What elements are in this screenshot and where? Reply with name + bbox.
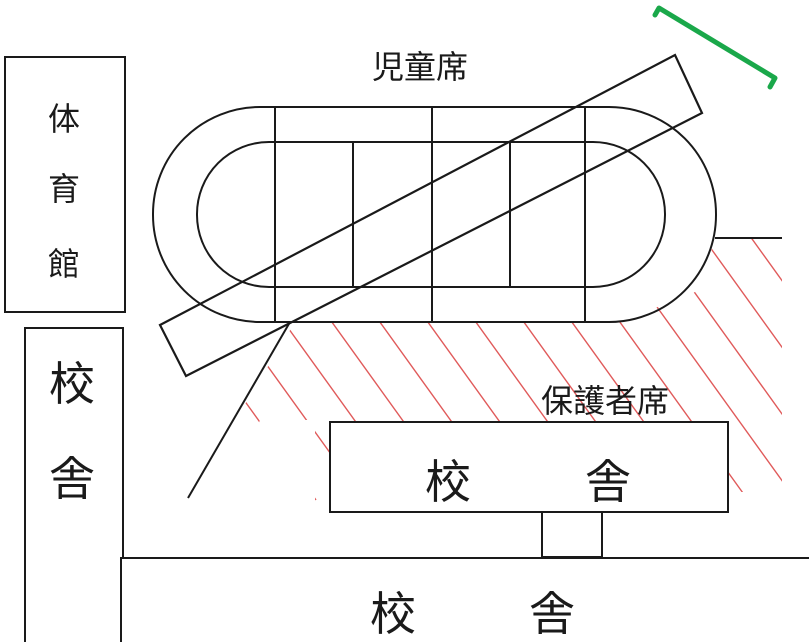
middle-school-label-1: 校 — [425, 455, 471, 509]
guardian-area-boundary — [187, 321, 291, 499]
bottom-school-building — [120, 557, 809, 642]
hatch-line — [188, 238, 317, 501]
gymnasium-label-2: 育 — [48, 170, 80, 208]
hatch-line — [771, 238, 782, 501]
children-seats-label: 児童席 — [372, 48, 468, 86]
gymnasium-label-3: 館 — [48, 245, 80, 283]
hatch-line — [723, 238, 782, 501]
middle-school-building — [329, 421, 729, 513]
track-outer-lane — [152, 106, 717, 323]
bottom-school-label-2: 舎 — [529, 587, 575, 641]
gymnasium-label-1: 体 — [48, 100, 80, 138]
left-school-label-1: 校 — [49, 357, 95, 411]
gymnasium-building — [4, 56, 126, 313]
hatch-line — [675, 238, 782, 501]
middle-school-label-2: 舎 — [585, 455, 631, 509]
running-track — [152, 106, 717, 323]
children-seating-area — [158, 53, 704, 378]
connecting-corridor — [541, 511, 603, 558]
green-marker — [652, 5, 778, 90]
left-school-label-2: 舎 — [49, 452, 95, 506]
left-school-building — [24, 327, 124, 642]
bottom-school-label-1: 校 — [370, 587, 416, 641]
guardian-seats-label: 保護者席 — [541, 382, 669, 420]
